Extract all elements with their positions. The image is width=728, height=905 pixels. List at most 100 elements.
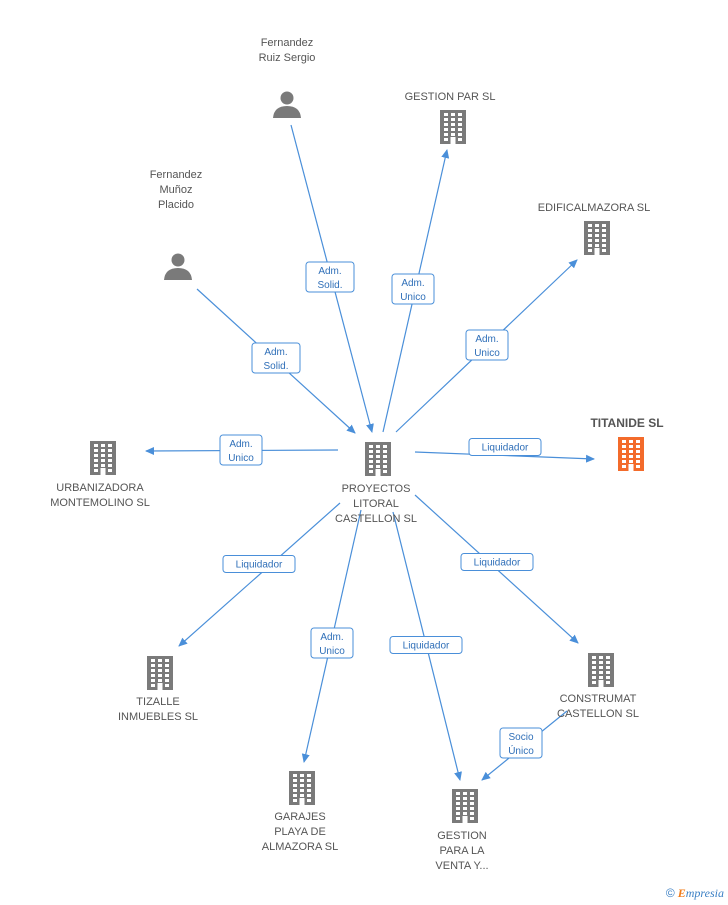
node-label[interactable]: PROYECTOS [342, 483, 411, 495]
building-window [463, 807, 467, 810]
building-icon[interactable] [588, 653, 614, 687]
node-label[interactable]: TIZALLE [136, 696, 179, 708]
node-label[interactable]: PARA LA [439, 845, 485, 857]
building-window [165, 684, 169, 687]
node-label[interactable]: CONSTRUMAT [560, 693, 637, 705]
building-window [456, 792, 460, 795]
edge-label-center-to-construmat[interactable]: Liquidador [460, 553, 534, 571]
building-window [383, 460, 387, 463]
node-label[interactable]: TITANIDE SL [590, 416, 663, 430]
building-window [456, 807, 460, 810]
node-gestion-venta[interactable]: GESTION PARA LA VENTA Y... [435, 789, 489, 872]
building-window [108, 469, 112, 472]
edge-label-box [465, 329, 509, 361]
building-window [636, 465, 640, 468]
edge-label-center-to-titanide[interactable]: Liquidador [468, 438, 542, 456]
edge-label-center-to-urbanizadora[interactable]: Adm.Unico [219, 434, 263, 466]
building-window [592, 661, 596, 664]
building-window [602, 234, 606, 237]
building-window [94, 464, 98, 467]
node-label[interactable]: EDIFICALMAZORA SL [538, 202, 650, 214]
edge-label-text: Unico [474, 348, 500, 359]
building-door [450, 137, 456, 144]
node-label[interactable]: LITORAL [353, 498, 399, 510]
edge-label-center-to-gestion-par[interactable]: Adm.Unico [391, 273, 435, 305]
building-window [101, 464, 105, 467]
brand-logo-initial: E [677, 886, 686, 900]
edge-label-box [310, 627, 354, 659]
node-label[interactable]: INMUEBLES SL [118, 711, 198, 723]
building-window [622, 465, 626, 468]
building-icon[interactable] [618, 437, 644, 471]
node-garajes[interactable]: GARAJES PLAYA DE ALMAZORA SL [262, 771, 338, 853]
node-label[interactable]: Placido [158, 199, 194, 211]
building-window [158, 679, 162, 682]
building-window [376, 465, 380, 468]
edge-label-center-to-tizalle[interactable]: Liquidador [222, 555, 296, 573]
building-window [165, 669, 169, 672]
edge-label-center-to-edificalmazora[interactable]: Adm. Unico [465, 329, 509, 361]
building-window [458, 113, 462, 116]
building-window [307, 784, 311, 787]
node-construmat[interactable]: CONSTRUMAT CASTELLON SL [557, 653, 639, 720]
building-window [451, 128, 455, 131]
building-window [458, 128, 462, 131]
node-edificalmazora[interactable]: EDIFICALMAZORA SL [538, 202, 650, 255]
building-icon[interactable] [90, 441, 116, 475]
building-window [369, 445, 373, 448]
node-gestion-par[interactable]: GESTION PAR SL [405, 91, 496, 144]
edge-center-to-tizalle [178, 502, 341, 647]
node-label[interactable]: VENTA Y... [435, 860, 488, 872]
node-urbanizadora[interactable]: URBANIZADORA MONTEMOLINO SL [50, 441, 150, 509]
person-body [273, 106, 301, 118]
building-icon[interactable] [584, 221, 610, 255]
building-window [592, 671, 596, 674]
node-label[interactable]: CASTELLON SL [557, 708, 639, 720]
node-label[interactable]: Fernandez [261, 37, 314, 49]
edge-label-center-to-garajes[interactable]: Adm.Unico [310, 627, 354, 659]
node-label[interactable]: URBANIZADORA [56, 482, 144, 494]
building-icon[interactable] [147, 656, 173, 690]
node-label[interactable]: CASTELLON SL [335, 513, 417, 525]
node-label[interactable]: PLAYA DE [274, 826, 326, 838]
building-window [165, 674, 169, 677]
node-center[interactable]: PROYECTOS LITORAL CASTELLON SL [335, 442, 417, 525]
building-window [369, 455, 373, 458]
building-window [101, 444, 105, 447]
node-tizalle[interactable]: TIZALLE INMUEBLES SL [118, 656, 198, 723]
edge-label-center-to-gestion-venta[interactable]: Liquidador [389, 636, 463, 654]
edge-label-fernandez-munoz-to-center[interactable]: Adm.Solid. [251, 342, 301, 374]
node-label[interactable]: GESTION [437, 830, 487, 842]
building-window [456, 812, 460, 815]
node-titanide[interactable]: TITANIDE SL [590, 416, 664, 471]
node-label[interactable]: MONTEMOLINO SL [50, 497, 150, 509]
node-label[interactable]: Fernandez [150, 169, 203, 181]
building-door [299, 798, 305, 805]
building-window [151, 669, 155, 672]
person-icon[interactable] [273, 91, 301, 119]
building-icon[interactable] [452, 789, 478, 823]
node-label[interactable]: Muñoz [159, 184, 192, 196]
building-door [628, 464, 634, 471]
building-icon[interactable] [289, 771, 315, 805]
building-icon[interactable] [365, 442, 391, 476]
building-window [622, 455, 626, 458]
building-window [293, 774, 297, 777]
building-window [595, 224, 599, 227]
building-window [588, 234, 592, 237]
building-icon[interactable] [440, 110, 466, 144]
building-window [101, 449, 105, 452]
node-label[interactable]: ALMAZORA SL [262, 841, 338, 853]
edge-label-box [460, 553, 534, 571]
person-icon[interactable] [164, 253, 192, 281]
node-label[interactable]: GARAJES [274, 811, 325, 823]
edge-label-text: Socio [508, 732, 533, 743]
edge-label-text: Adm. [475, 334, 498, 345]
edge-label-fernandez-ruiz-to-center[interactable]: Adm.Solid. [305, 261, 355, 293]
node-label[interactable]: GESTION PAR SL [405, 91, 496, 103]
node-label[interactable]: Ruiz Sergio [259, 52, 316, 64]
building-window [588, 249, 592, 252]
